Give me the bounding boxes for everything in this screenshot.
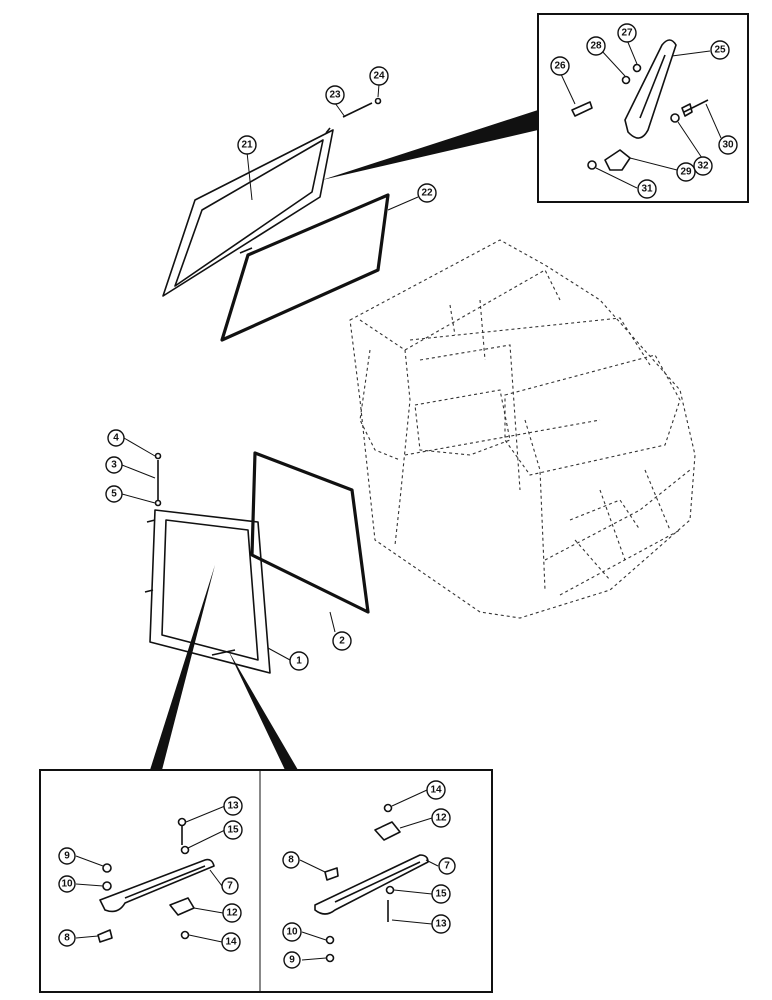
leader-lines	[75, 39, 722, 961]
callout-left-7: 7	[221, 877, 239, 895]
callout-28: 28	[586, 36, 606, 56]
callout-right-13-label: 13	[435, 919, 447, 930]
callout-left-9: 9	[58, 847, 76, 865]
callout-left-7-label: 7	[227, 881, 233, 892]
callout-27-label: 27	[621, 28, 633, 39]
callout-right-14: 14	[426, 780, 446, 800]
upper-detail-wedge	[322, 110, 538, 180]
right-latch-parts	[314, 803, 429, 963]
callout-24-label: 24	[373, 71, 385, 82]
callout-26: 26	[550, 56, 570, 76]
lower-latch-detail-box	[39, 769, 493, 993]
callout-left-15: 15	[223, 820, 243, 840]
callout-27: 27	[617, 23, 637, 43]
callout-21: 21	[237, 135, 257, 155]
callout-4-label: 4	[113, 433, 119, 444]
callout-30: 30	[718, 135, 738, 155]
callout-left-8: 8	[58, 929, 76, 947]
callout-26-label: 26	[554, 61, 566, 72]
callout-5-label: 5	[111, 489, 117, 500]
callout-right-13: 13	[431, 914, 451, 934]
callout-left-13-label: 13	[227, 801, 239, 812]
callout-3-label: 3	[111, 460, 117, 471]
callout-22: 22	[417, 183, 437, 203]
callout-right-7-label: 7	[444, 861, 450, 872]
callout-23-label: 23	[329, 90, 341, 101]
callout-right-12: 12	[431, 808, 451, 828]
cab-outline	[349, 239, 696, 619]
callout-right-10-label: 10	[286, 927, 298, 938]
callout-left-8-label: 8	[64, 933, 70, 944]
callout-25: 25	[710, 40, 730, 60]
callout-left-9-label: 9	[64, 851, 70, 862]
door-window-seal	[250, 451, 370, 614]
callout-24: 24	[369, 66, 389, 86]
callout-right-9: 9	[283, 951, 301, 969]
upper-latch-parts	[571, 39, 709, 171]
callout-32: 32	[693, 156, 713, 176]
callout-1-label: 1	[296, 656, 302, 667]
callout-right-8: 8	[282, 851, 300, 869]
callout-right-8-label: 8	[288, 855, 294, 866]
callout-right-10: 10	[282, 922, 302, 942]
callout-25-label: 25	[714, 45, 726, 56]
callout-31: 31	[637, 179, 657, 199]
callout-31-label: 31	[641, 184, 653, 195]
callout-left-14: 14	[221, 932, 241, 952]
upper-window-seal	[220, 193, 390, 342]
callout-30-label: 30	[722, 140, 734, 151]
callout-left-12-label: 12	[226, 908, 238, 919]
callout-left-10: 10	[58, 875, 76, 893]
callout-right-7: 7	[438, 857, 456, 875]
callout-right-14-label: 14	[430, 785, 442, 796]
callouts: 21 23 24 22 4 3 5 1 2 26 28 27 25 29 31 …	[58, 23, 738, 969]
upper-hinge-pin	[342, 97, 382, 118]
callout-2-label: 2	[339, 636, 345, 647]
callout-left-14-label: 14	[225, 937, 237, 948]
callout-2: 2	[332, 631, 352, 651]
callout-left-10-label: 10	[61, 879, 73, 890]
callout-3: 3	[105, 456, 123, 474]
callout-21-label: 21	[241, 140, 253, 151]
callout-32-label: 32	[697, 161, 709, 172]
callout-right-15: 15	[431, 884, 451, 904]
callout-right-12-label: 12	[435, 813, 447, 824]
upper-window-frame	[162, 127, 334, 297]
callout-right-15-label: 15	[435, 889, 447, 900]
callout-4: 4	[107, 429, 125, 447]
callout-29: 29	[676, 162, 696, 182]
callout-23: 23	[325, 85, 345, 105]
door-frame	[144, 509, 271, 674]
door-hinge-pin	[154, 452, 162, 507]
callout-29-label: 29	[680, 167, 692, 178]
callout-28-label: 28	[590, 41, 602, 52]
callout-5: 5	[105, 485, 123, 503]
callout-22-label: 22	[421, 188, 433, 199]
callout-right-9-label: 9	[289, 955, 295, 966]
callout-1: 1	[289, 651, 309, 671]
lower-detail-wedges	[150, 565, 298, 770]
callout-left-15-label: 15	[227, 825, 239, 836]
callout-left-12: 12	[222, 903, 242, 923]
callout-left-13: 13	[223, 796, 243, 816]
